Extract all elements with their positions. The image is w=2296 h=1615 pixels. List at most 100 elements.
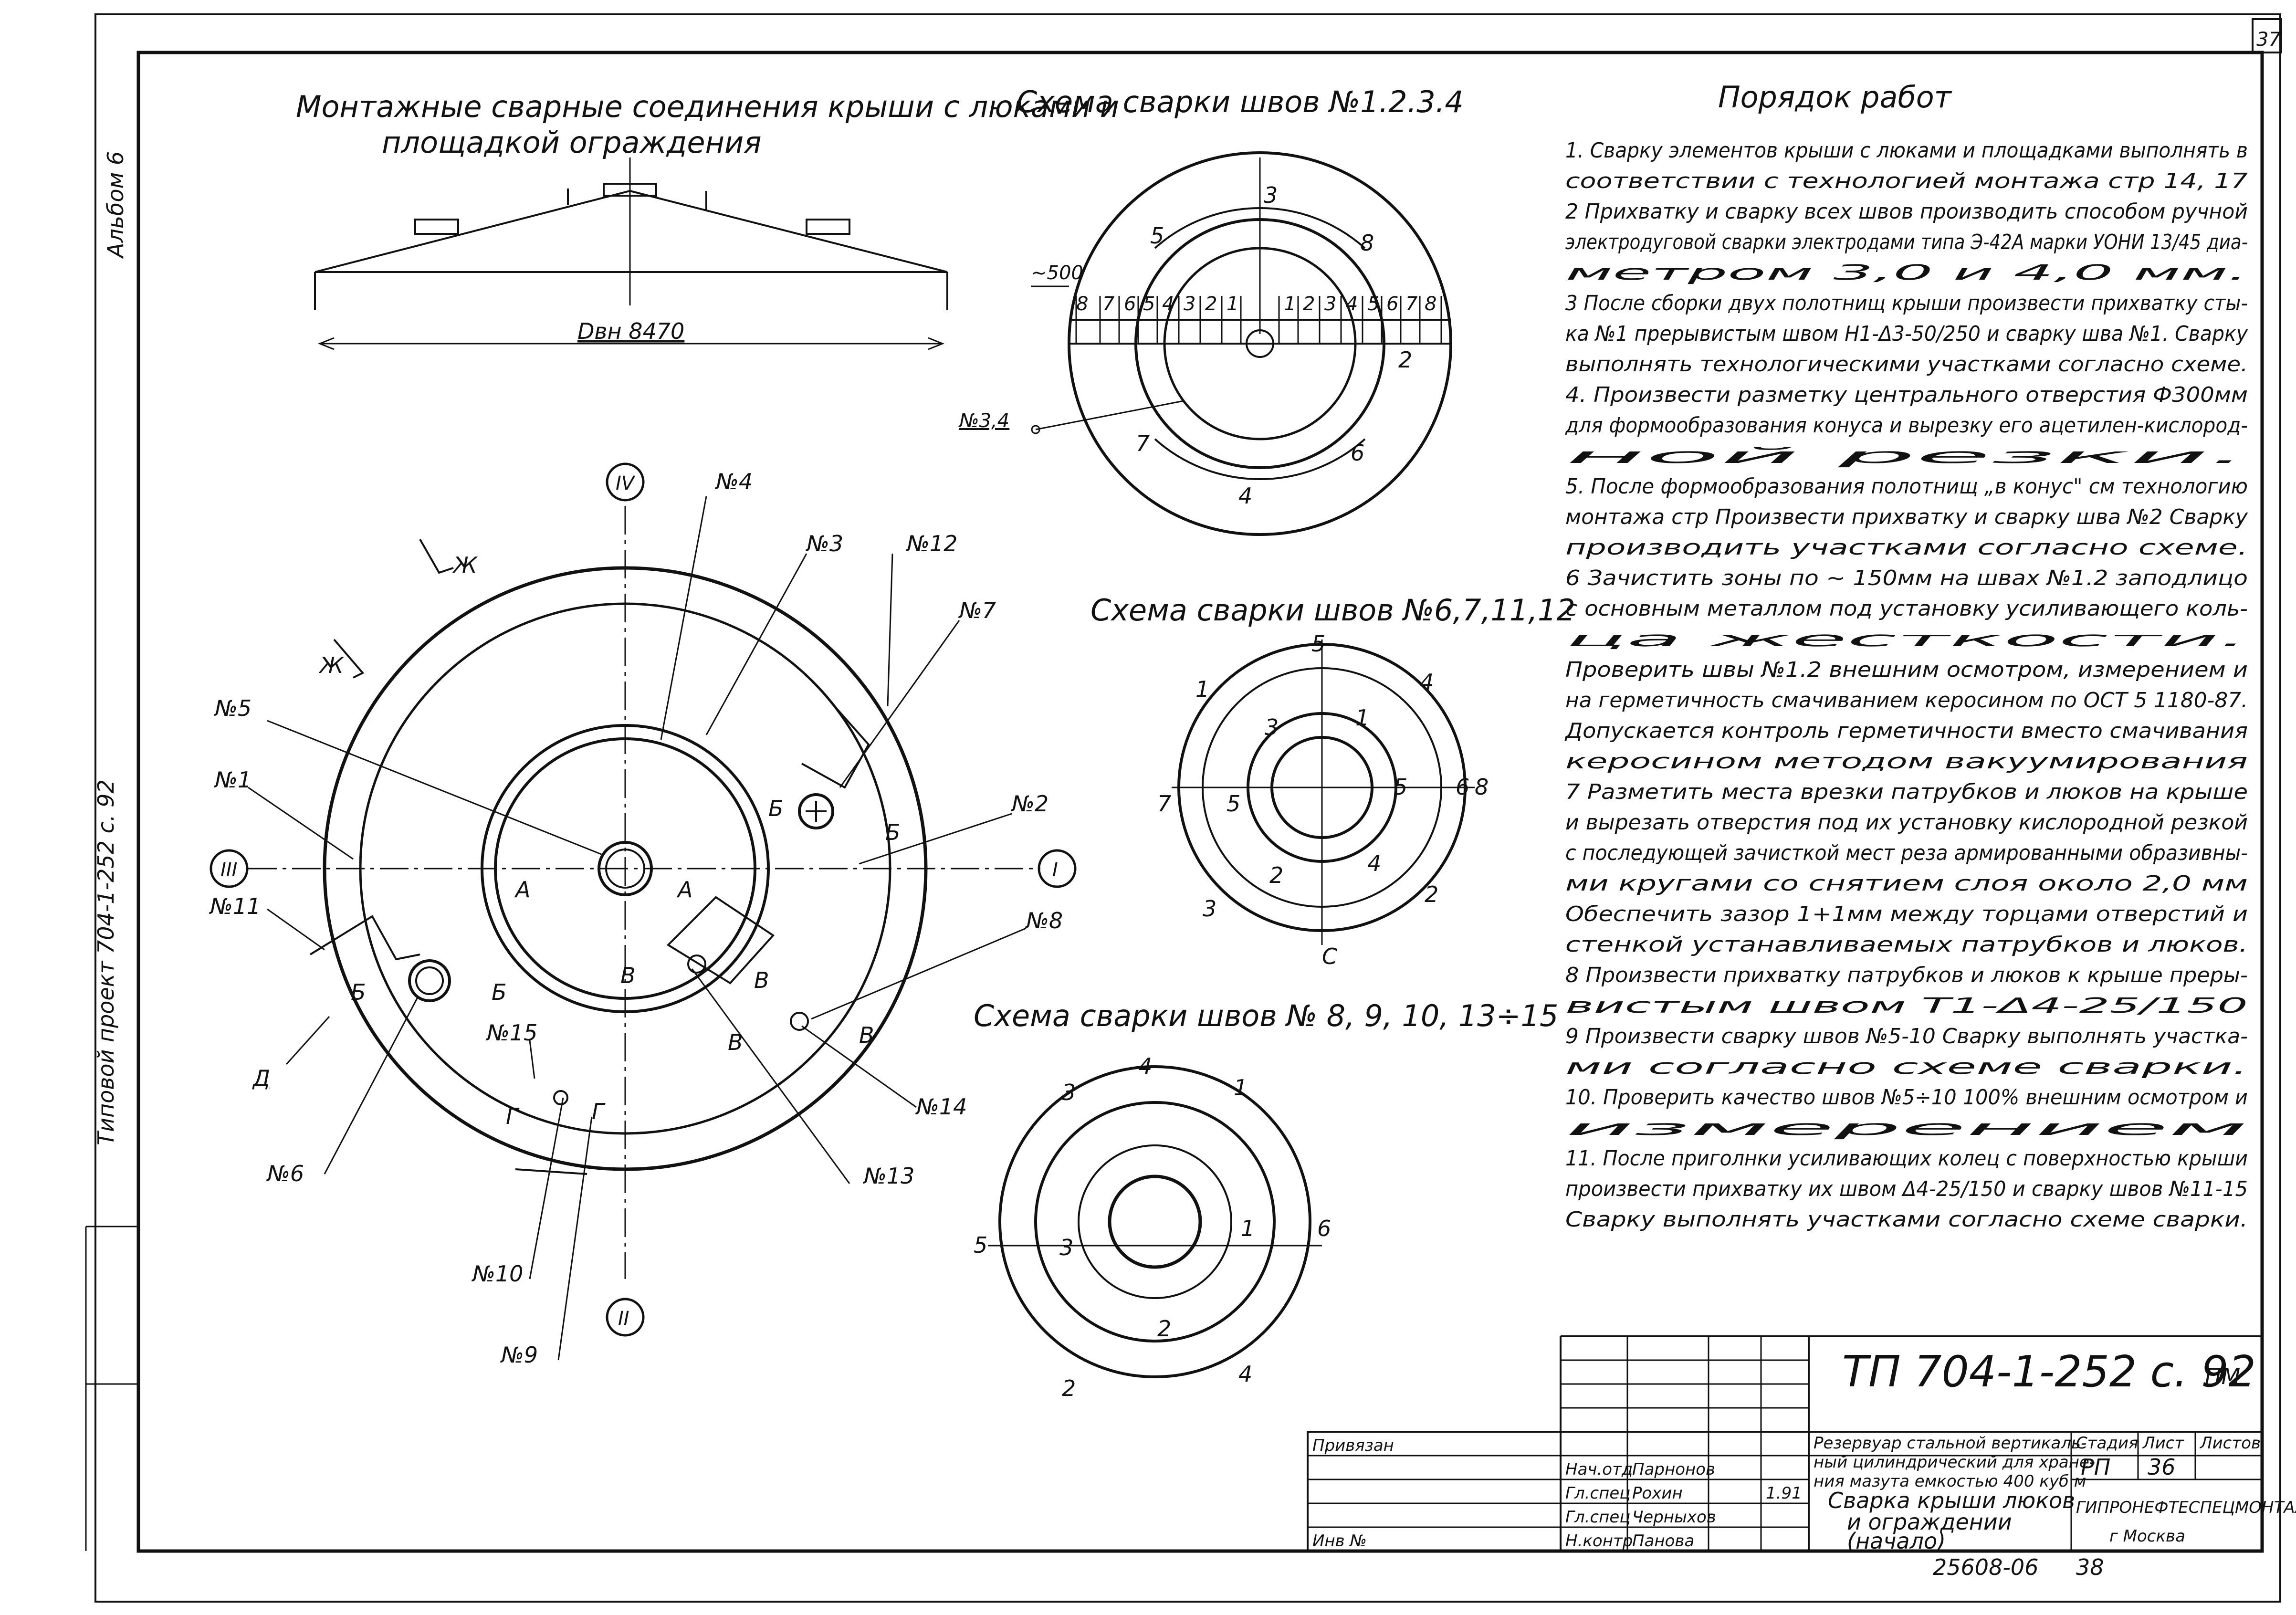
section-b-1: Б bbox=[351, 979, 366, 1005]
s671112-5c: 5 bbox=[1227, 791, 1240, 817]
s1234-ring-2: 2 bbox=[1398, 347, 1412, 373]
outer-frame bbox=[94, 13, 2281, 1603]
s1234-ring-8: 8 bbox=[1360, 230, 1374, 256]
nozzle-b bbox=[687, 954, 706, 974]
hatch-b bbox=[408, 959, 451, 1002]
roof-elevation bbox=[314, 157, 948, 350]
section-a-left: А bbox=[514, 877, 530, 902]
sheet-corner-number: 37 bbox=[2256, 29, 2281, 51]
tb-archive: 25608-06 bbox=[1933, 1554, 2038, 1580]
callout-7: №7 bbox=[958, 598, 996, 623]
tb-title-2: (начало) bbox=[1847, 1528, 1946, 1554]
s671112-1b: 1 bbox=[1355, 705, 1369, 731]
tb-role-2: Гл.спец bbox=[1565, 1508, 1630, 1527]
tb-page-no: 38 bbox=[2076, 1554, 2104, 1580]
s671112-5a: 5 bbox=[1311, 631, 1325, 657]
s671112-c: С bbox=[1322, 944, 1337, 969]
s1234-ring-3: 3 bbox=[1264, 182, 1278, 208]
s1234-left-4: 4 bbox=[1162, 293, 1174, 315]
left-margin: Альбом 6 Типовой проект 704-1-252 с. 92 bbox=[85, 151, 138, 1551]
callout-11: №11 bbox=[209, 893, 261, 919]
s1234-right-1: 1 bbox=[1284, 293, 1296, 315]
section-b-2: Б bbox=[492, 979, 507, 1005]
order-line: Сварку выполнять участками согласно схем… bbox=[1565, 1207, 2248, 1232]
axis-bubble-III bbox=[210, 849, 249, 888]
tb-title-1: и ограждении bbox=[1847, 1509, 2012, 1535]
callout-12: №12 bbox=[905, 531, 957, 556]
section-g-2: Г bbox=[592, 1099, 606, 1124]
tb-name-2: Черныхов bbox=[1632, 1508, 1716, 1527]
order-line: на герметичность смачиванием керосином п… bbox=[1565, 688, 2248, 713]
tb-desc-1: ный цилиндрический для хране- bbox=[1814, 1453, 2095, 1472]
mounting-title-line2: площадкой ограждения bbox=[382, 125, 762, 160]
order-line: монтажа стр Произвести прихватку и сварк… bbox=[1565, 505, 2248, 529]
callout-6: №6 bbox=[266, 1161, 304, 1186]
order-line: 3 После сборки двух полотнищ крыши произ… bbox=[1565, 291, 2248, 315]
s815-4: 4 bbox=[1238, 1361, 1252, 1387]
section-v-4: В bbox=[859, 1022, 874, 1048]
order-line: ми согласно схеме сварки. bbox=[1565, 1055, 2248, 1079]
tb-privyazan: Привязан bbox=[1312, 1436, 1394, 1455]
callout-8: №8 bbox=[1025, 908, 1063, 933]
s671112-6: 6 bbox=[1456, 774, 1469, 800]
section-zh-2: Ж bbox=[452, 552, 478, 578]
roof-diameter-label: Dвн 8470 bbox=[577, 318, 684, 344]
s815-1: 1 bbox=[1234, 1075, 1248, 1101]
order-line: 8 Произвести прихватку патрубков и люков… bbox=[1565, 963, 2248, 987]
order-line: 1. Сварку элементов крыши с люками и пло… bbox=[1565, 138, 2248, 163]
tb-name-1: Рохин bbox=[1632, 1484, 1683, 1503]
scheme-1234 bbox=[1031, 151, 1452, 536]
order-line: Проверить швы №1.2 внешним осмотром, изм… bbox=[1565, 658, 2248, 682]
order-line: стенкой устанавливаемых патрубков и люко… bbox=[1565, 933, 2248, 957]
s671112-2a: 2 bbox=[1425, 881, 1438, 907]
tb-sheets-label: Листов bbox=[2199, 1434, 2261, 1453]
s1234-right-6: 6 bbox=[1386, 293, 1398, 315]
scheme-8-15-labels: 1 2 3 4 5 6 1 2 3 4 bbox=[974, 1053, 1331, 1401]
title-block bbox=[1307, 1335, 2263, 1552]
tb-stage-label: Стадия bbox=[2076, 1434, 2138, 1453]
s671112-5b: 5 bbox=[1394, 774, 1407, 800]
callout-10: №10 bbox=[471, 1261, 523, 1287]
callout-1: №1 bbox=[213, 767, 252, 793]
s671112-3b: 3 bbox=[1265, 714, 1279, 740]
scheme-1234-callout: №3,4 bbox=[958, 410, 1009, 432]
tb-title-0: Сварка крыши люков bbox=[1828, 1488, 2075, 1513]
s815-3: 3 bbox=[1062, 1080, 1076, 1105]
tb-date: 1.91 bbox=[1766, 1484, 1802, 1503]
section-v-3: В bbox=[728, 1029, 743, 1055]
axis-bubble-I bbox=[1038, 849, 1077, 888]
order-line: ка №1 прерывистым швом Н1-Δ3-50/250 и св… bbox=[1565, 322, 2248, 346]
roof-plan-view bbox=[210, 462, 1077, 1361]
order-line: электродуговой сварки электродами типа Э… bbox=[1565, 230, 2248, 254]
callout-5: №5 bbox=[213, 695, 252, 721]
corner-box bbox=[2252, 18, 2282, 53]
tb-desc-0: Резервуар стальной вертикаль- bbox=[1814, 1434, 2086, 1453]
tb-org-1: г Москва bbox=[2109, 1527, 2185, 1546]
order-line: 6 Зачистить зоны по ~ 150мм на швах №1.2… bbox=[1565, 566, 2248, 590]
order-line: Допускается контроль герметичности вмест… bbox=[1564, 719, 2248, 743]
tb-inv: Инв № bbox=[1312, 1531, 1367, 1551]
order-line: ной резки. bbox=[1565, 444, 2248, 468]
callout-2: №2 bbox=[1010, 791, 1048, 817]
s1234-right-5: 5 bbox=[1367, 293, 1379, 315]
order-line: производить участками согласно схеме. bbox=[1565, 535, 2248, 560]
s1234-ring-5: 5 bbox=[1150, 223, 1164, 249]
s671112-4b: 4 bbox=[1367, 850, 1381, 876]
order-line: 7 Разметить места врезки патрубков и люк… bbox=[1565, 780, 2248, 804]
section-b-4: Б bbox=[885, 819, 901, 845]
order-line: 5. После формообразования полотнищ „в ко… bbox=[1565, 474, 2248, 499]
mounting-title-line1: Монтажные сварные соединения крыши с люк… bbox=[296, 89, 1119, 124]
tb-name-3: Панова bbox=[1632, 1531, 1694, 1551]
s1234-right-4: 4 bbox=[1346, 293, 1358, 315]
scheme-1234-title: Схема сварки швов №1.2.3.4 bbox=[1017, 84, 1464, 119]
s1234-left-3: 3 bbox=[1184, 293, 1195, 315]
s1234-ring-4: 4 bbox=[1238, 483, 1252, 509]
tb-code: ТП 704-1-252 с. 92 bbox=[1842, 1347, 2256, 1397]
order-line: с последующей зачисткой мест реза армиро… bbox=[1565, 841, 2248, 865]
order-line: керосином методом вакуумирования bbox=[1565, 749, 2248, 774]
callout-4: №4 bbox=[714, 469, 753, 494]
section-a-right: А bbox=[676, 877, 692, 902]
s815-3b: 3 bbox=[1059, 1235, 1073, 1260]
s815-2b: 2 bbox=[1157, 1316, 1171, 1342]
tb-sheet-no: 36 bbox=[2148, 1454, 2176, 1480]
